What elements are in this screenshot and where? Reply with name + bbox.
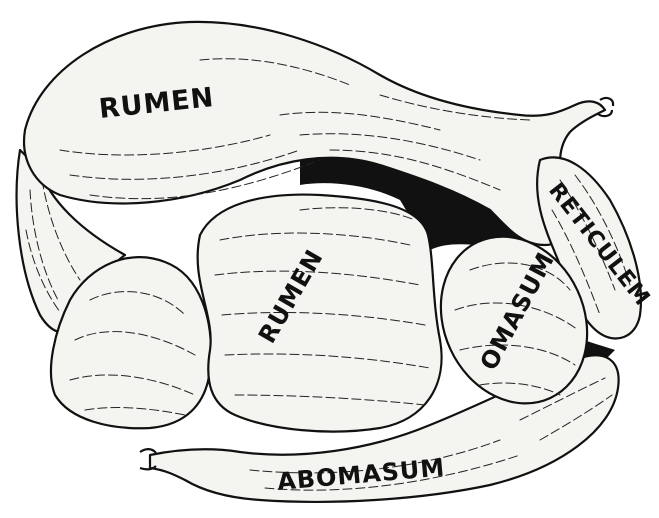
rumen-center: [198, 195, 442, 432]
